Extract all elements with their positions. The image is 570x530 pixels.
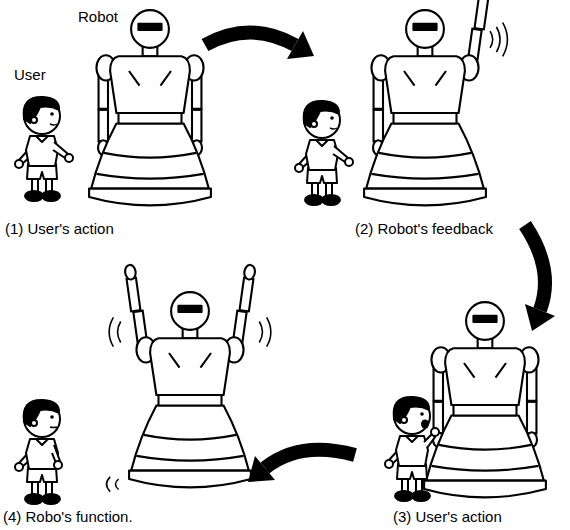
panel-one xyxy=(15,10,211,205)
robot-figure xyxy=(107,264,271,492)
panel-two xyxy=(295,0,507,205)
motion-lines xyxy=(107,477,119,492)
user-figure xyxy=(295,101,353,205)
child-hand xyxy=(431,428,439,436)
motion-lines xyxy=(109,317,121,346)
robot-figure xyxy=(364,0,507,205)
panel-three xyxy=(385,302,546,501)
child-mouth xyxy=(330,128,337,129)
robot-body xyxy=(424,302,546,497)
arrow-head xyxy=(248,456,275,482)
robot-body xyxy=(89,10,211,205)
panel-caption: (1) User's action xyxy=(5,220,114,238)
child-arm xyxy=(333,146,353,166)
flow-arrows xyxy=(205,31,555,482)
panel-caption: (2) Robot's feedback xyxy=(355,220,493,238)
child-arm xyxy=(53,142,73,162)
panel-caption: (3) User's action xyxy=(393,508,502,526)
child-mouth xyxy=(50,124,57,125)
motion-lines xyxy=(490,23,507,57)
figure-label: Robot xyxy=(78,8,118,26)
child-hand xyxy=(54,461,62,469)
robot-body xyxy=(364,10,486,205)
child-figure xyxy=(15,400,60,504)
robot-figure xyxy=(89,10,211,205)
child-open-mouth xyxy=(421,420,429,429)
child-mouth xyxy=(50,426,57,428)
user-figure xyxy=(15,400,62,504)
user-figure xyxy=(15,97,73,201)
flow-arrow xyxy=(205,33,295,46)
figure-label: User xyxy=(14,66,46,84)
flow-arrow xyxy=(265,450,355,468)
child-figure xyxy=(385,397,430,501)
motion-lines xyxy=(259,317,271,346)
arrow-head xyxy=(287,31,314,59)
flow-arrow xyxy=(525,225,545,310)
panel-four xyxy=(15,264,271,504)
robot-body xyxy=(129,292,251,487)
panel-caption: (4) Robo's function. xyxy=(3,508,133,526)
arrow-head xyxy=(525,304,555,331)
robot-figure xyxy=(424,302,546,497)
user-figure xyxy=(385,397,439,501)
